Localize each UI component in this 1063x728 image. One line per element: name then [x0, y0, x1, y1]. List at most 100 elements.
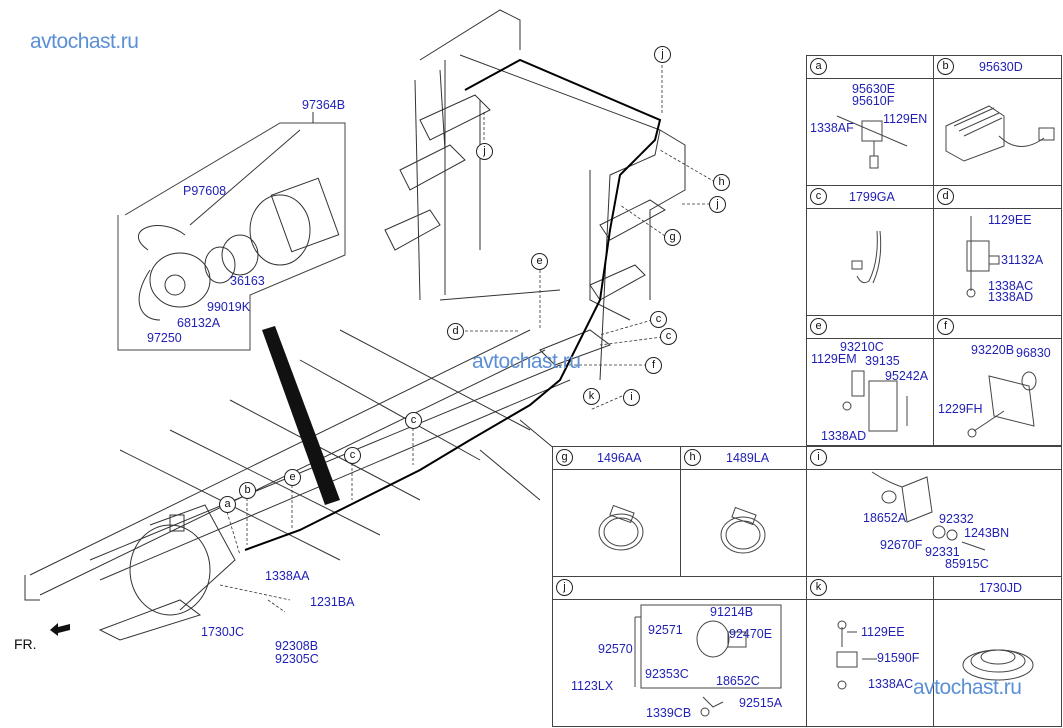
detail-panel-d: d 1129EE 31132A 1338AC 1338AD	[933, 185, 1062, 316]
part-label: 1123LX	[571, 679, 614, 693]
part-label-92308B: 92308B	[275, 639, 319, 653]
watermark-bottom-right: avtochast.ru	[913, 676, 1022, 699]
part-label: 95242A	[885, 369, 929, 383]
part-label: 92571	[648, 623, 683, 637]
detail-panel-b: b 95630D	[933, 55, 1062, 186]
part-label-1231BA: 1231BA	[310, 595, 355, 609]
detail-panel-g: g 1496AA	[552, 446, 681, 577]
panel-letter: d	[937, 188, 954, 205]
detail-panel-f: f 93220B 96830 1229FH	[933, 315, 1062, 446]
part-label: 1338AC	[868, 677, 914, 691]
panel-letter: j	[556, 579, 573, 596]
control-unit-illustration	[871, 471, 986, 551]
horn-assembly-illustration	[634, 604, 782, 717]
callout-c-upper1[interactable]: c	[650, 311, 667, 328]
panel-letter: k	[810, 579, 827, 596]
panel-part-code: 1730JD	[979, 581, 1023, 595]
front-arrow-icon	[50, 623, 70, 636]
part-label: 1129EN	[883, 112, 928, 126]
panel-letter: f	[937, 318, 954, 335]
detail-panel-k: k 1129EE 91590F 1338AC	[806, 576, 934, 727]
panel-header: g 1496AA	[553, 447, 680, 470]
part-label: 1129EE	[861, 625, 905, 639]
panel-letter: c	[810, 188, 827, 205]
callout-i[interactable]: i	[623, 389, 640, 406]
part-label: 1338AC	[988, 279, 1034, 293]
clip-illustration	[836, 620, 877, 690]
callout-e-upper[interactable]: e	[531, 253, 548, 270]
detail-panel-h: h 1489LA	[680, 446, 807, 577]
part-label: 39135	[865, 354, 900, 368]
grommet-illustration	[962, 649, 1034, 681]
panel-part-code: 1489LA	[726, 451, 770, 465]
relay-illustration	[836, 115, 908, 169]
part-label-68132A: 68132A	[177, 316, 221, 330]
panel-part-code: 95630D	[979, 60, 1023, 74]
panel-header: f	[934, 316, 1061, 339]
callout-h[interactable]: h	[713, 174, 730, 191]
callout-g[interactable]: g	[664, 229, 681, 246]
callout-k[interactable]: k	[583, 388, 600, 405]
part-label: 1338AD	[821, 429, 867, 443]
detail-panel-j: j 91214B 92571 92470E 92570 92353C 18652…	[552, 576, 807, 727]
callout-j-right[interactable]: j	[709, 196, 726, 213]
part-label: 96830	[1016, 346, 1051, 360]
hose-clamp-illustration	[720, 506, 766, 554]
panel-header: a	[807, 56, 933, 79]
fuel-tank	[129, 524, 211, 616]
part-label-1338AA: 1338AA	[265, 569, 310, 583]
part-label-36163: 36163	[230, 274, 265, 288]
part-label: 18652A	[863, 511, 907, 525]
panel-part-code: 1496AA	[597, 451, 642, 465]
detail-panel-a: a 95630E 95610F 1338AF 1129EN	[806, 55, 934, 186]
panel-letter: a	[810, 58, 827, 75]
detail-panel-grommet: 1730JD	[933, 576, 1062, 727]
panel-header: b 95630D	[934, 56, 1061, 79]
wiring-harness	[244, 58, 662, 551]
callout-d[interactable]: d	[447, 323, 464, 340]
part-label: 1129EE	[988, 213, 1032, 227]
hose-clamp-illustration	[598, 504, 644, 551]
callout-e-lower[interactable]: e	[284, 469, 301, 486]
part-label-P97608: P97608	[183, 184, 227, 198]
panel-header: i	[807, 447, 1061, 470]
callout-c-upper2[interactable]: c	[660, 328, 677, 345]
part-label: 92353C	[645, 667, 689, 681]
panel-header: h 1489LA	[681, 447, 806, 470]
part-label: 1243BN	[964, 526, 1010, 540]
part-label: 95630E	[852, 82, 896, 96]
part-label: 1129EM	[811, 352, 857, 366]
panel-header: c 1799GA	[807, 186, 933, 209]
pump-motor	[249, 194, 311, 266]
watermark-center: avtochast.ru	[472, 350, 581, 373]
part-label-1730JC: 1730JC	[201, 625, 245, 639]
callout-j-top[interactable]: j	[654, 46, 671, 63]
part-label-97250: 97250	[147, 331, 182, 345]
panel-letter: e	[810, 318, 827, 335]
detail-panel-e: e 93210C 1129EM 39135 95242A 1338AD	[806, 315, 934, 446]
part-label: 92332	[939, 512, 974, 526]
panel-letter: i	[810, 449, 827, 466]
panel-header: d	[934, 186, 1061, 209]
part-label-92305C: 92305C	[275, 652, 319, 666]
callout-c-lower[interactable]: c	[344, 447, 361, 464]
pump-head	[149, 252, 211, 308]
callout-c-mid[interactable]: c	[405, 412, 422, 429]
part-label: 91214B	[710, 605, 754, 619]
part-label: 92470E	[729, 627, 773, 641]
part-label: 18652C	[716, 674, 760, 688]
callout-b[interactable]: b	[239, 482, 256, 499]
part-label-97364B: 97364B	[302, 98, 346, 112]
module-bracket-illustration	[842, 370, 908, 432]
callout-f[interactable]: f	[645, 357, 662, 374]
part-label: 1338AF	[810, 121, 854, 135]
callout-j-left[interactable]: j	[476, 143, 493, 160]
panel-header: 1730JD	[934, 577, 1061, 600]
detail-panel-i: i 18652A 92332 1243BN 92670F 92331 85915…	[806, 446, 1062, 577]
panel-header: j	[553, 577, 806, 600]
panel-letter: b	[937, 58, 954, 75]
detail-panel-c: c 1799GA	[806, 185, 934, 316]
callout-a[interactable]: a	[219, 496, 236, 513]
part-label: 92670F	[880, 538, 923, 552]
